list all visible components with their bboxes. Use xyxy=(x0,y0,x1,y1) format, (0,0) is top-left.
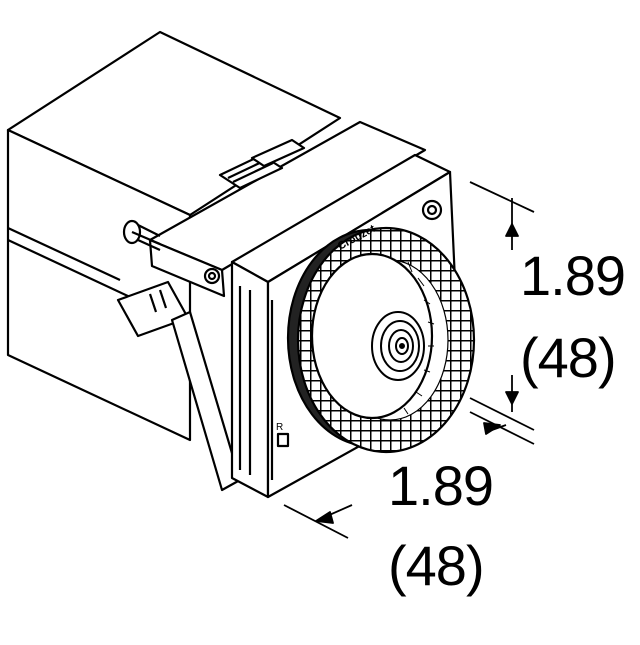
knob-center-icon xyxy=(371,311,425,381)
width-dimension-lines xyxy=(283,411,535,539)
screw-icon xyxy=(122,219,161,252)
connector-tabs xyxy=(218,138,306,190)
front-bezel xyxy=(230,153,452,499)
mounting-bracket xyxy=(148,120,427,298)
width-inches-label: 1.89 xyxy=(388,454,494,517)
height-inches-label: 1.89 xyxy=(520,244,626,307)
dial-marker-label: R xyxy=(276,422,283,433)
dial-knob[interactable] xyxy=(286,226,476,454)
side-lever xyxy=(116,280,242,492)
dial-scale xyxy=(403,261,435,415)
height-dimension-lines xyxy=(469,181,535,431)
height-millimeters-label: (48) xyxy=(520,326,617,389)
width-millimeters-label: (48) xyxy=(388,534,485,597)
